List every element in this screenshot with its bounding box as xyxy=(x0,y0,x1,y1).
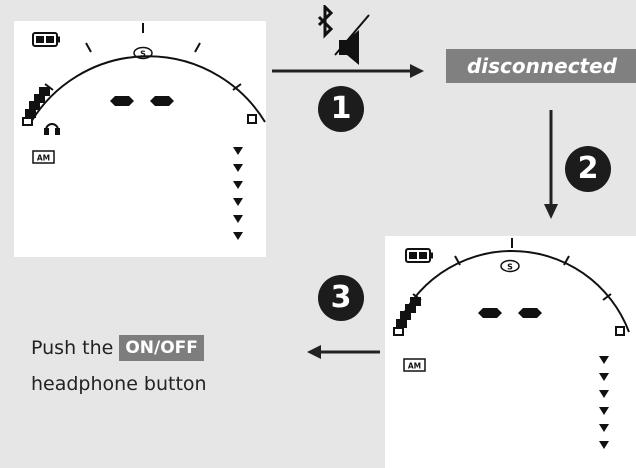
eq-label: S xyxy=(507,263,513,272)
eq-indicator: S xyxy=(500,259,520,273)
dial-arc xyxy=(30,55,266,123)
signal-triangles xyxy=(233,147,243,240)
bluetooth-icon xyxy=(317,5,334,39)
am-indicator: AM xyxy=(403,358,426,372)
am-label: AM xyxy=(37,154,50,163)
on-off-key-label: ON/OFF xyxy=(119,335,204,361)
am-indicator: AM xyxy=(32,150,55,164)
instruction-prefix: Push the xyxy=(31,337,114,359)
headphone-icon xyxy=(44,123,60,135)
headset-display-after: S AM xyxy=(385,236,636,468)
eq-label: S xyxy=(140,50,146,59)
disconnected-status-tag: disconnected xyxy=(446,49,636,83)
segment-dash-right xyxy=(518,308,542,318)
headset-display-before: S AM xyxy=(14,21,266,257)
bluetooth-muted-icon xyxy=(317,5,370,65)
segment-dash-left xyxy=(110,96,134,106)
step-3-badge: 3 xyxy=(318,275,364,321)
signal-triangles xyxy=(599,356,609,449)
instruction-line-2: headphone button xyxy=(31,373,207,395)
slash-mark xyxy=(334,14,370,56)
battery-icon xyxy=(32,32,60,47)
eq-indicator: S xyxy=(133,46,153,60)
segment-dash-right xyxy=(150,96,174,106)
dial-arc xyxy=(394,250,630,333)
volume-bars xyxy=(393,297,421,336)
step-2-badge: 2 xyxy=(565,146,611,192)
battery-icon xyxy=(405,248,433,263)
level-segment xyxy=(615,326,625,336)
segment-dash-left xyxy=(478,308,502,318)
volume-bars xyxy=(22,87,50,126)
am-label: AM xyxy=(408,362,421,371)
level-segment xyxy=(247,114,257,124)
step-1-badge: 1 xyxy=(318,86,364,132)
